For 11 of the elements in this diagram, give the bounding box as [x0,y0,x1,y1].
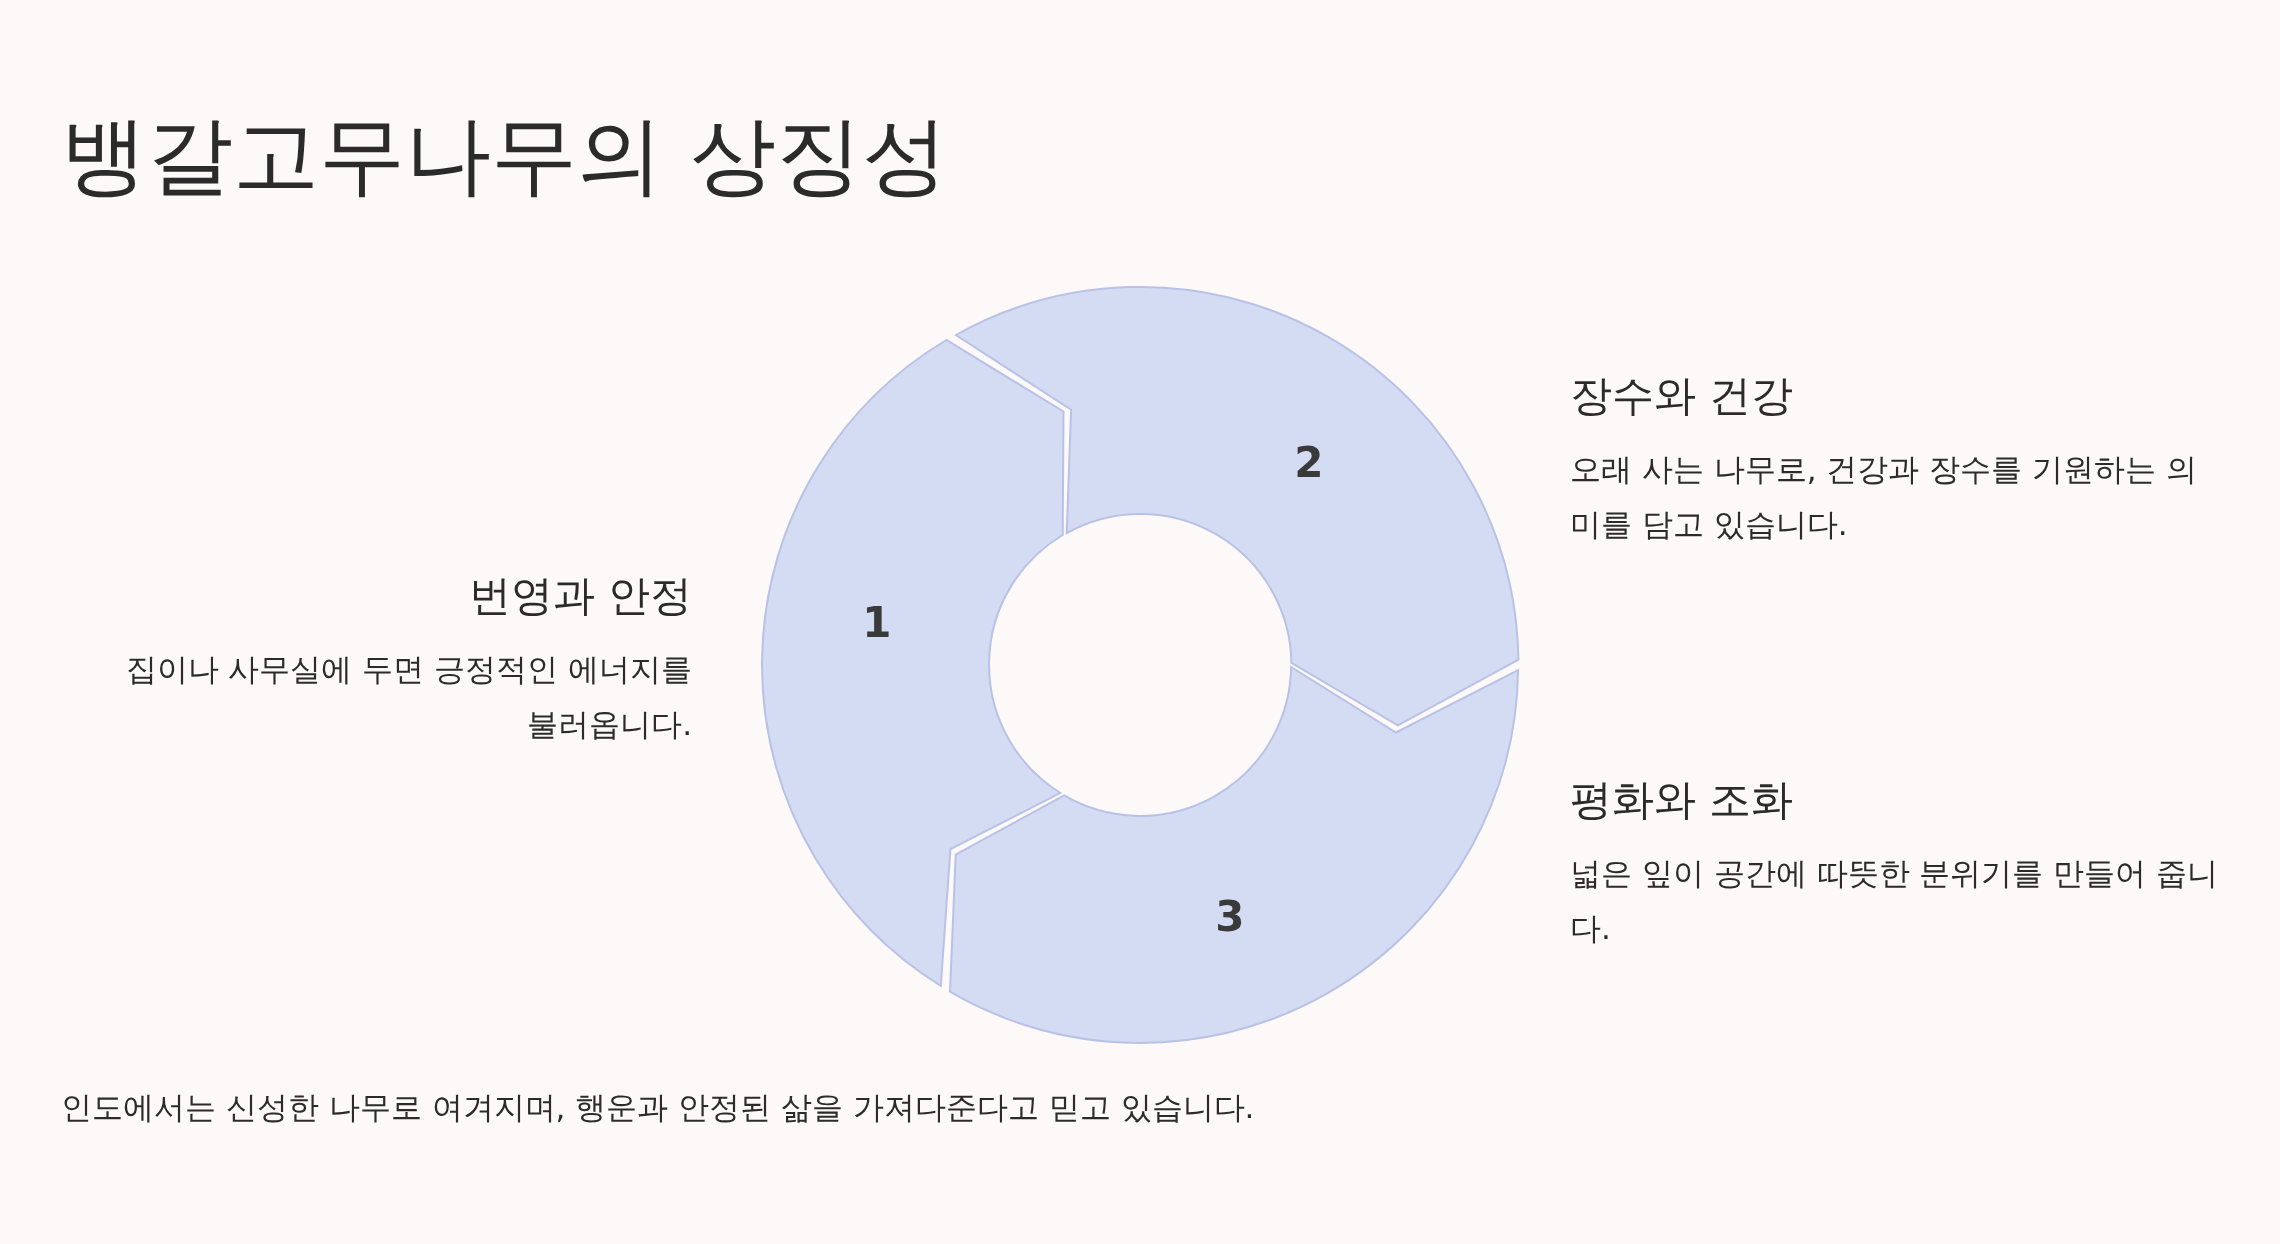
heading: 번영과 안정 [467,570,692,622]
segment-number: 1 [862,597,892,647]
description-text: 넓은 잎이 공간에 따뜻한 분위기를 만들어 줍니다. [1570,854,2220,948]
heading: 장수와 건강 [1570,370,1795,422]
title: 뱅갈고무나무의 상징성 [61,104,949,207]
note-text: 인도에서는 신성한 나무로 여겨지며, 행운과 안정된 삶을 가져다준다고 믿고 있습니다. [61,1088,1255,1127]
segment-number: 2 [1294,437,1324,487]
description-text: 집이나 사무실에 두면 긍정적인 에너지를 불러옵니다. [124,650,692,744]
segment-number: 3 [1215,891,1245,941]
heading: 평화와 조화 [1570,774,1795,826]
description-text: 오래 사는 나무로, 건강과 장수를 기원하는 의미를 담고 있습니다. [1570,450,2198,544]
